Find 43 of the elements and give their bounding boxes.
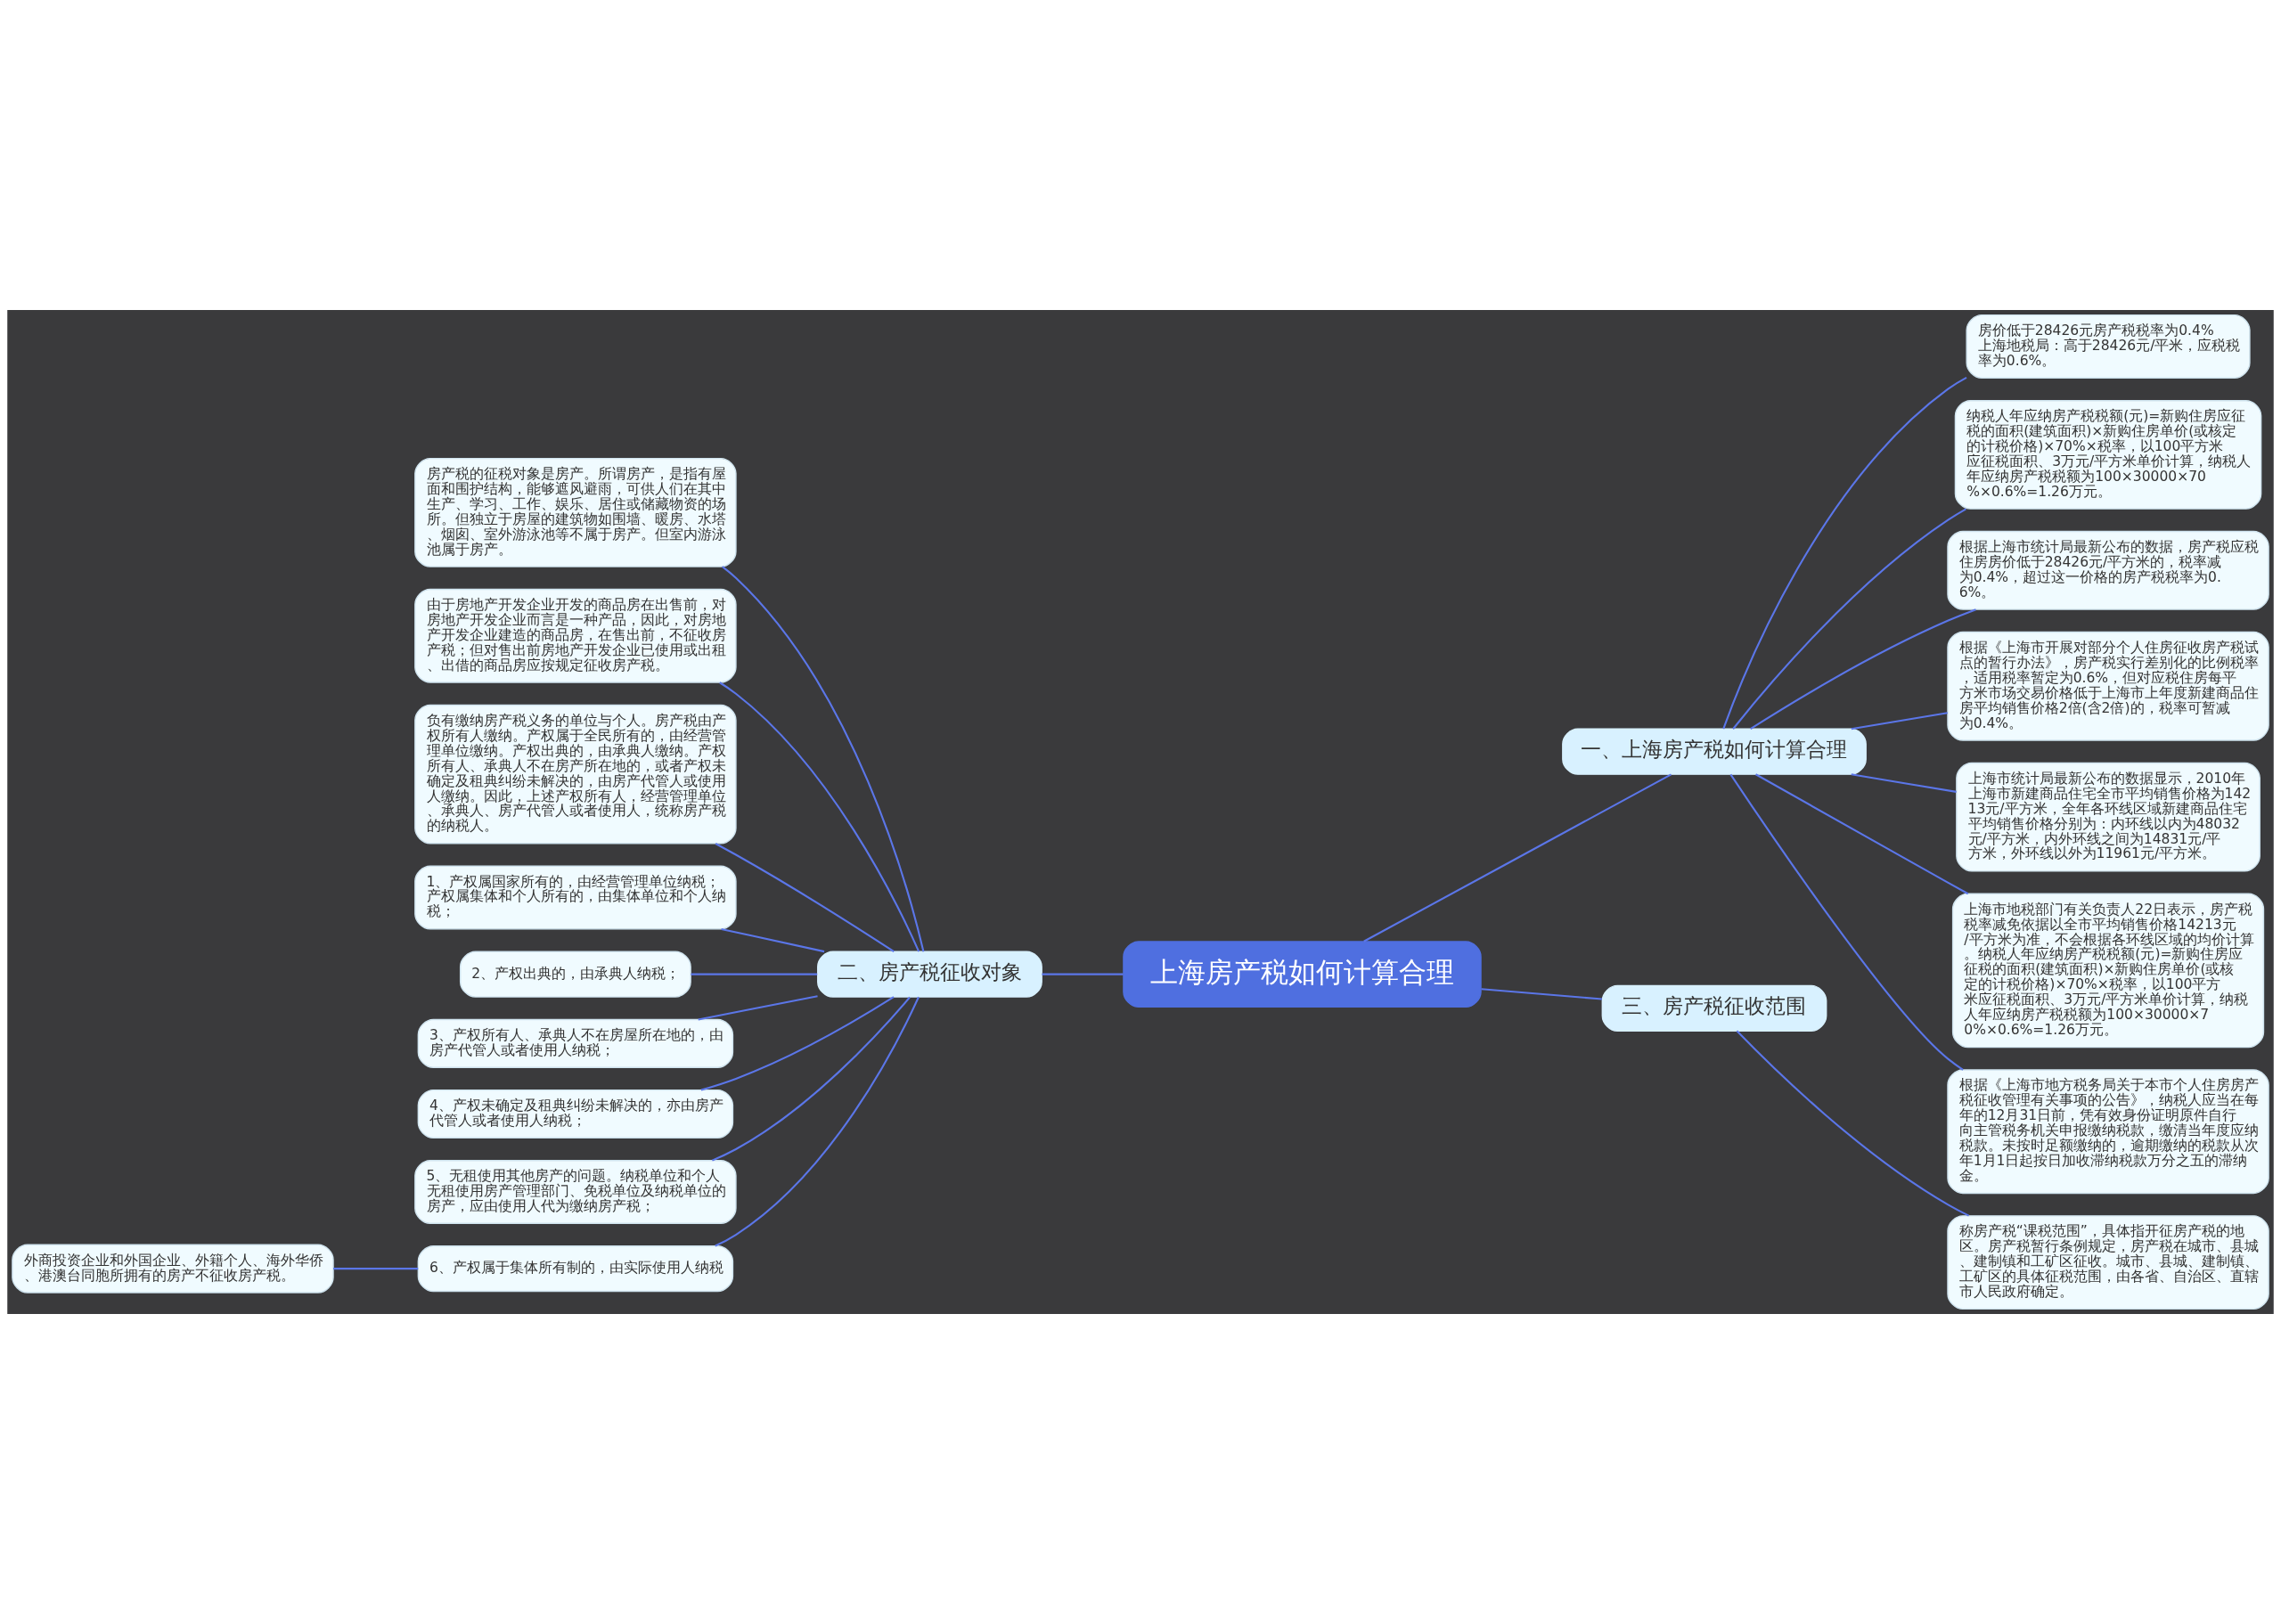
- connector: [1851, 773, 1957, 793]
- node-box: 根据《上海市地方税务局关于本市个人住房房产税征收管理有关事项的公告》，纳税人应当在每年的12月31日前，凭有效身份证明原件自行向主管税务机关申报缴纳税款，缴清当年度应纳税款。未按时足额缴纳的，逾期缴纳的税款从次年1月1日起按日加收滞纳税款万分之五的滞纳金。: [1947, 1069, 2269, 1195]
- node-box: 6、产权属于集体所有制的，由实际使用人纳税: [417, 1245, 734, 1293]
- connector: [698, 995, 818, 1021]
- connector: [1729, 773, 1964, 1071]
- node-box: 房价低于28426元房产税税率为0.4% 上海地税局：高于28426元/平米，应税税率为0.6%。: [1966, 314, 2251, 379]
- node-box: 上海市统计局最新公布的数据显示，2010年上海市新建商品住宅全市平均销售价格为14213元/平方米，全年各环线区域新建商品住宅平均销售价格分别为：内环线以内为48032元/平方米，内外环线之间为14831元/平方米，外环线以外为11961元/平方米。: [1956, 762, 2261, 872]
- connector: [1736, 1030, 1970, 1217]
- node-box: 房产税的征税对象是房产。所谓房产，是指有屋面和围护结构，能够遮风避雨，可供人们在其中生产、学习、工作、娱乐、居住或储藏物资的场所。但独立于房屋的建筑物如围墙、暖房、水塔、烟囱、室外游泳池等不属于房产。但室内游泳池属于房产。: [414, 457, 737, 567]
- connector: [1042, 973, 1124, 975]
- node-box: 上海房产税如何计算合理: [1123, 941, 1482, 1008]
- connector: [333, 1268, 419, 1270]
- connector: [721, 927, 825, 953]
- node-box: 三、房产税征收范围: [1601, 984, 1827, 1032]
- connector: [1481, 988, 1603, 1000]
- node-box: 上海市地税部门有关负责人22日表示，房产税税率减免依据以全市平均销售价格14213元/平方米为准，不会根据各环线区域的均价计算。纳税人年应纳房产税税额(元)=新购住房应征税的面积(建筑面积)×新购住房单价(或核定的计税价格)×70%×税率，以100平方米应征税面积、3万元/平方米单价计算，纳税人年应纳房产税税额为100×30000×70%×0.6%=1.26万元。: [1951, 893, 2265, 1049]
- connector: [700, 996, 895, 1091]
- connector: [1722, 376, 1967, 730]
- connector: [719, 681, 920, 952]
- node-box: 4、产权未确定及租典纠纷未解决的，亦由房产代管人或者使用人纳税；: [417, 1089, 734, 1138]
- node-box: 负有缴纳房产税义务的单位与个人。房产税由产权所有人缴纳。产权属于全民所有的，由经营管理单位缴纳。产权出典的，由承典人缴纳。产权所有人、承典人不在房产所在地的，或者产权未确定及租典纠纷未解决的，由房产代管人或使用人缴纳。因此，上述产权所有人，经营管理单位、承典人、房产代管人或者使用人，统称房产税的纳税人。: [414, 704, 737, 845]
- connector: [1363, 773, 1672, 943]
- node-box: 由于房地产开发企业开发的商品房在出售前，对房地产开发企业而言是一种产品，因此，对房地产开发企业建造的商品房，在售出前，不征收房产税；但对售出前房地产开发企业已使用或出租、出借的商品房应按规定征收房产税。: [414, 588, 737, 683]
- connector: [715, 996, 920, 1247]
- node-box: 根据上海市统计局最新公布的数据，房产税应税住房房价低于28426元/平方米的，税率减为0.4%，超过这一价格的房产税税率为0.6%。: [1947, 530, 2269, 610]
- connector: [1750, 608, 1976, 730]
- connector: [1732, 508, 1966, 730]
- connector: [1851, 712, 1948, 730]
- connector: [1755, 773, 1969, 895]
- node-box: 根据《上海市开展对部分个人住房征收房产税试点的暂行办法》，房产税实行差别化的比例税率，适用税率暂定为0.6%，但对应税住房每平方米市场交易价格低于上海市上年度新建商品住房平均销售价格2倍(含2倍)的，税率可暂减为0.4%。: [1947, 631, 2269, 741]
- node-box: 称房产税“课税范围”，具体指开征房产税的地区。房产税暂行条例规定，房产税在城市、县城、建制镇和工矿区征收。城市、县城、建制镇、工矿区的具体征税范围，由各省、自治区、直辖市人民政府确定。: [1947, 1215, 2269, 1310]
- node-box: 外商投资企业和外国企业、外籍个人、海外华侨、港澳台同胞所拥有的房产不征收房产税。: [12, 1244, 334, 1293]
- node-box: 2、产权出典的，由承典人纳税；: [459, 951, 691, 998]
- node-box: 1、产权属国家所有的，由经营管理单位纳税；产权属集体和个人所有的，由集体单位和个人纳税；: [414, 865, 737, 930]
- node-box: 3、产权所有人、承典人不在房屋所在地的，由房产代管人或者使用人纳税；: [417, 1018, 734, 1068]
- connector: [715, 843, 895, 953]
- connector: [722, 566, 925, 952]
- node-box: 纳税人年应纳房产税税额(元)=新购住房应征税的面积(建筑面积)×新购住房单价(或核定的计税价格)×70%×税率，以100平方米应征税面积、3万元/平方米单价计算，纳税人年应纳房产税税额为100×30000×70%×0.6%=1.26万元。: [1954, 399, 2262, 510]
- node-box: 二、房产税征收对象: [817, 951, 1042, 998]
- connector: [691, 973, 818, 975]
- node-box: 5、无租使用其他房产的问题。纳税单位和个人无租使用房产管理部门、免税单位及纳税单位的房产，应由使用人代为缴纳房产税；: [414, 1160, 737, 1225]
- connector: [712, 996, 911, 1162]
- node-box: 一、上海房产税如何计算合理: [1562, 728, 1867, 775]
